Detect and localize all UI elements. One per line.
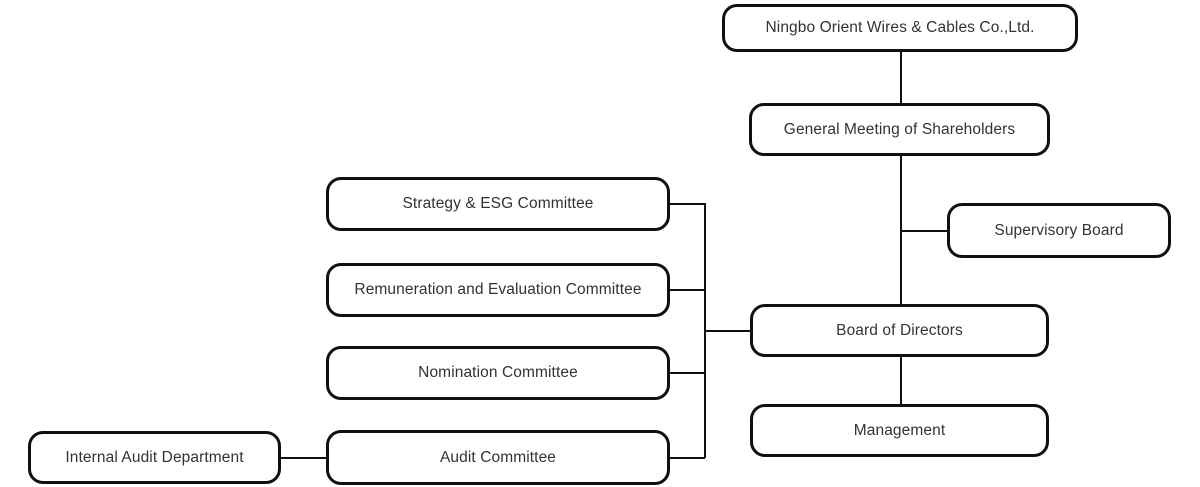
node-supervisory-board: Supervisory Board xyxy=(947,203,1171,258)
node-audit-committee-label: Audit Committee xyxy=(439,448,557,466)
connector-company-general-meeting xyxy=(900,50,902,104)
node-internal-audit-department: Internal Audit Department xyxy=(28,431,281,484)
node-nomination-committee: Nomination Committee xyxy=(326,346,670,400)
connector-committee-bus xyxy=(704,203,706,458)
connector-general-meeting-board xyxy=(900,155,902,305)
node-audit-committee: Audit Committee xyxy=(326,430,670,485)
node-remuneration-evaluation-committee: Remuneration and Evaluation Committee xyxy=(326,263,670,317)
node-board-of-directors-label: Board of Directors xyxy=(836,321,963,339)
node-strategy-esg-committee-label: Strategy & ESG Committee xyxy=(402,195,594,212)
node-company: Ningbo Orient Wires & Cables Co.,Ltd. xyxy=(722,4,1078,52)
node-internal-audit-department-label: Internal Audit Department xyxy=(65,448,244,466)
connector-audit-committee-stub xyxy=(669,457,705,459)
node-general-meeting-of-shareholders: General Meeting of Shareholders xyxy=(749,103,1050,156)
connector-internal-audit-audit xyxy=(280,457,327,459)
node-management-label: Management xyxy=(853,421,946,439)
node-general-meeting-label: General Meeting of Shareholders xyxy=(783,120,1016,138)
node-remuneration-evaluation-committee-label: Remuneration and Evaluation Committee xyxy=(354,281,642,298)
connector-nomination-committee-stub xyxy=(669,372,705,374)
node-management: Management xyxy=(750,404,1049,457)
connector-supervisory-board-stub xyxy=(901,230,948,232)
node-strategy-esg-committee: Strategy & ESG Committee xyxy=(326,177,670,231)
connector-remuneration-committee-stub xyxy=(669,289,705,291)
node-board-of-directors: Board of Directors xyxy=(750,304,1049,357)
node-company-label: Ningbo Orient Wires & Cables Co.,Ltd. xyxy=(765,19,1035,36)
connector-strategy-committee-stub xyxy=(669,203,705,205)
node-nomination-committee-label: Nomination Committee xyxy=(418,364,578,381)
connector-bus-board xyxy=(705,330,751,332)
node-supervisory-board-label: Supervisory Board xyxy=(994,221,1124,239)
connector-board-management xyxy=(900,356,902,405)
